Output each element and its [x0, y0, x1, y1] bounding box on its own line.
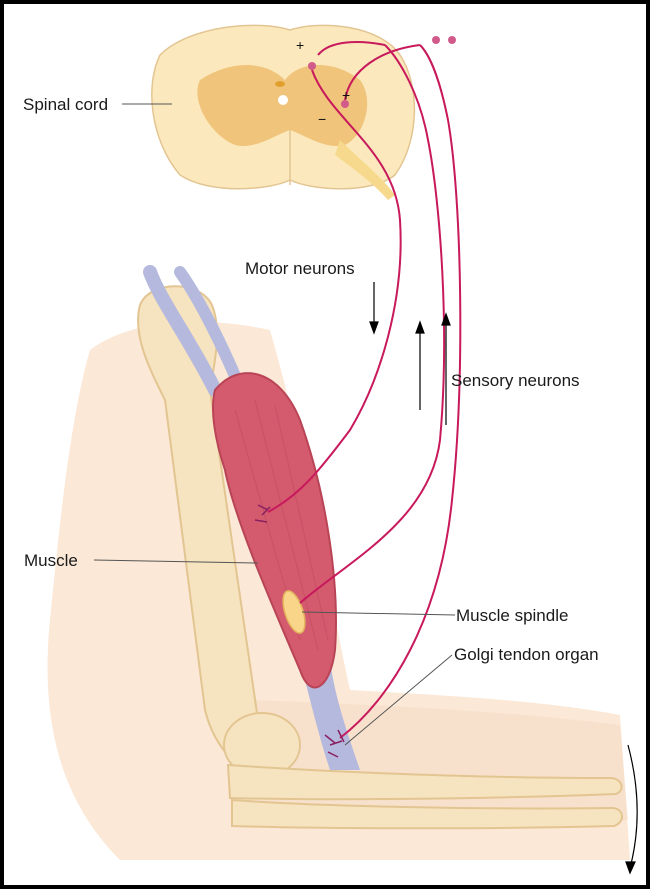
label-golgi-tendon-organ: Golgi tendon organ [454, 645, 599, 664]
label-sensory-neurons: Sensory neurons [451, 371, 580, 390]
sign-excitatory-right: + [342, 87, 350, 103]
sign-excitatory-top: + [296, 37, 304, 53]
label-muscle: Muscle [24, 551, 78, 570]
spinal-cord-section [152, 25, 415, 200]
label-muscle-spindle: Muscle spindle [456, 606, 568, 625]
sign-inhibitory: − [318, 111, 326, 127]
motor-direction-arrow [370, 282, 378, 333]
label-spinal-cord: Spinal cord [23, 95, 108, 114]
label-motor-neurons: Motor neurons [245, 259, 355, 278]
